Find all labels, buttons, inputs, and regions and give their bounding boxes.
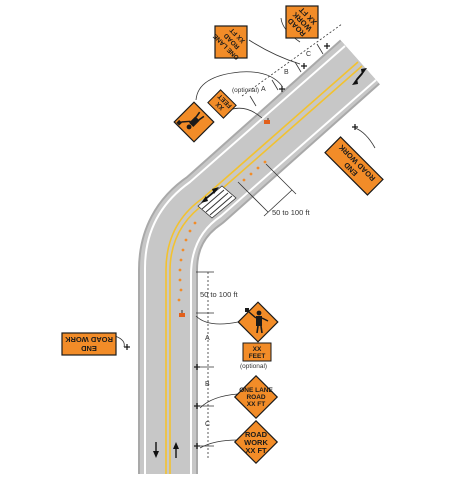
dim-c-bottom: C (205, 421, 210, 428)
sign-text-line: ROAD (245, 430, 268, 439)
traffic-arrow-mid (201, 187, 219, 203)
sign-text-line: ONE LANE (239, 387, 273, 394)
sign-text-line: ROAD (246, 394, 265, 401)
dist-label-bottom: 50 to 100 ft (200, 290, 238, 299)
sign-flagger-top (173, 101, 215, 143)
work-area (197, 185, 237, 219)
sign-text-line: FEET (249, 353, 266, 360)
traffic-arrow-bottom-left (153, 442, 159, 458)
dim-b-bottom: B (205, 381, 210, 388)
sign-text-line: ROAD WORK (64, 335, 112, 344)
sign-feet-plaque-top: XX FEET (207, 89, 237, 119)
sign-text-line: XX (253, 346, 262, 353)
dim-a-bottom: A (205, 335, 210, 342)
sign-end-road-work-left: END ROAD WORK (61, 332, 117, 356)
sign-text-line: XX FT (245, 446, 267, 455)
sign-text-line: XX FT (247, 401, 265, 408)
channelizing-devices (177, 160, 267, 302)
dim-a-top: A (261, 86, 266, 93)
dimension-mid: 50 to 100 ft (237, 163, 310, 217)
sign-feet-plaque-bottom: XX FEET (242, 342, 272, 362)
centerline (165, 61, 359, 474)
flagger-icon (245, 308, 269, 334)
sign-one-lane-road-top: ONE LANE ROAD XX FT (212, 25, 248, 61)
dim-b-top: B (284, 69, 289, 76)
sign-flagger-bottom (237, 301, 279, 343)
flagger-station-bottom (179, 310, 185, 317)
traffic-arrow-top (352, 68, 367, 85)
sign-one-lane-road-bottom: ONE LANE ROAD XX FT (233, 374, 279, 420)
sign-road-work-top: ROAD WORK XX FT (285, 5, 319, 39)
sign-text-line: XX (214, 100, 226, 112)
edge-line-right (190, 79, 377, 474)
sign-road-work-bottom: ROAD WORK XX FT (233, 419, 279, 465)
optional-label-top: (optional) (232, 87, 259, 94)
dim-c-top: C (306, 51, 311, 58)
traffic-arrow-bottom-right (173, 442, 179, 458)
dist-label-mid: 50 to 100 ft (272, 208, 310, 217)
optional-label-bottom: (optional) (240, 363, 267, 370)
edge-line-left (144, 45, 346, 474)
dimension-upper: A B C (241, 23, 343, 107)
flagger-station-top (264, 118, 270, 124)
sign-text-line: END (81, 344, 97, 353)
dimension-lower (196, 271, 214, 460)
sign-end-road-work-right: END ROAD WORK (324, 136, 384, 196)
sign-text-line: WORK (244, 438, 268, 447)
